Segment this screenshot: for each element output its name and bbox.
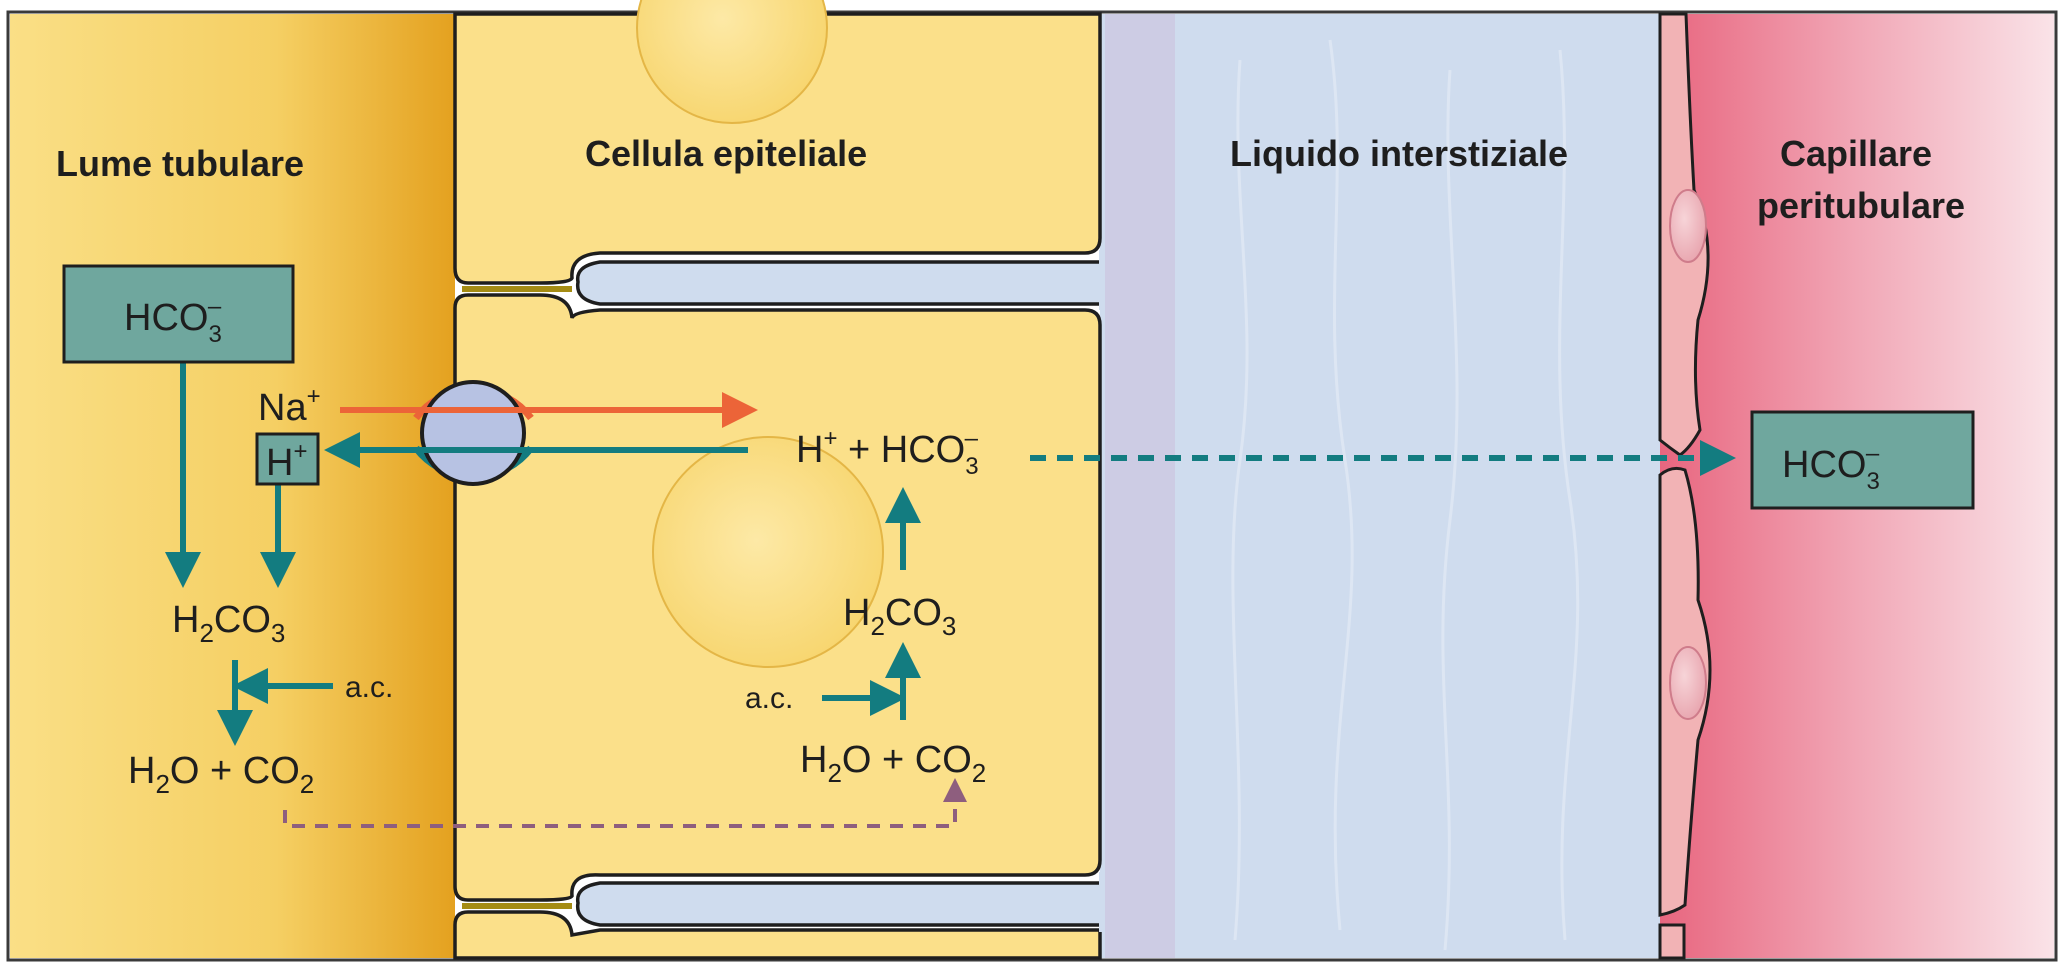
endothelial-nucleus-lower	[1669, 646, 1707, 720]
label-lumen: Lume tubulare	[56, 143, 304, 184]
basement-membrane-band	[1105, 14, 1175, 958]
arrows	[165, 362, 1736, 828]
label-epithelial-cell: Cellula epiteliale	[585, 133, 867, 174]
lumen-hco3-text: HCO3–	[124, 293, 222, 348]
transporter-protein	[420, 380, 526, 486]
cell-h2co3: H2CO3	[843, 592, 956, 641]
cell-h2o-co2: H2O + CO2	[800, 739, 986, 788]
space-openings-lower	[1099, 872, 1105, 932]
proton-box	[255, 432, 320, 486]
label-interstitial: Liquido interstiziale	[1230, 133, 1568, 174]
interstitial-fibers	[1231, 39, 1580, 951]
cell-nucleus	[652, 436, 884, 668]
cell-products: H+ + HCO3–	[796, 425, 979, 480]
endothelial-nucleus-upper	[1669, 189, 1707, 263]
proton-label: H+	[266, 438, 307, 484]
tight-junctions	[462, 286, 572, 909]
label-capillary-line1: Capillare	[1780, 133, 1932, 174]
cell-enzyme-label: a.c.	[745, 682, 793, 715]
capillary-hco3-box	[1750, 410, 1975, 510]
space-openings	[1099, 250, 1105, 310]
lumen-region	[10, 14, 455, 958]
lumen-hco3-box	[62, 264, 295, 364]
arrow-co2-diffusion	[283, 778, 967, 828]
sodium-label: Na+	[258, 383, 321, 429]
lumen-enzyme-label: a.c.	[345, 671, 393, 704]
lumen-h2co3: H2CO3	[172, 599, 285, 648]
lumen-h2o-co2: H2O + CO2	[128, 750, 314, 799]
upper-nucleus	[636, 0, 828, 124]
label-capillary-line2: peritubulare	[1757, 185, 1965, 226]
label-capillary: Capillare peritubulare	[1757, 133, 1965, 226]
capillary-hco3-text: HCO3–	[1782, 440, 1880, 495]
intercellular-spaces	[575, 260, 1100, 927]
